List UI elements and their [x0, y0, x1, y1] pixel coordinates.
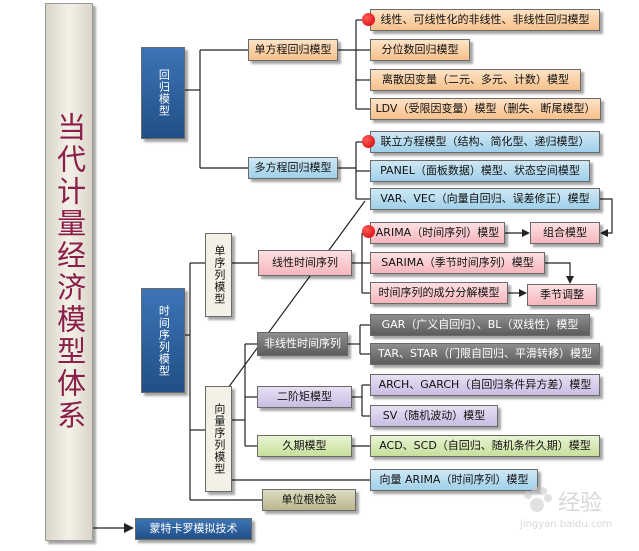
- watermark: 经验 jingyan.baidu.com: [520, 483, 632, 535]
- vector-arima-node: 向量 ARIMA（时间序列）模型: [370, 469, 538, 491]
- monte-carlo-node: 蒙特卡罗模拟技术: [135, 518, 252, 540]
- sv-node: SV（随机波动）模型: [370, 405, 498, 427]
- simultaneous-equations-node: 联立方程模型（结构、简化型、递归模型）: [370, 131, 600, 153]
- sarima-node: SARIMA（季节时间序列）模型: [370, 252, 545, 274]
- marker-dot-icon: [362, 225, 375, 238]
- arch-garch-node: ARCH、GARCH（自回归条件异方差）模型: [370, 374, 600, 396]
- unit-root-test-node: 单位根检验: [262, 489, 356, 511]
- combined-model-node: 组合模型: [530, 222, 600, 244]
- nonlinear-time-series-node: 非线性时间序列: [257, 332, 348, 356]
- multi-equation-node: 多方程回归模型: [248, 157, 338, 179]
- gar-bl-node: GAR（广义自回归）、BL（双线性）模型: [370, 314, 590, 336]
- title-box: 当代计量经济模型体系: [45, 3, 93, 541]
- time-series-node: 时间序列模型: [141, 288, 185, 393]
- paw-logo-icon: [524, 486, 552, 512]
- duration-node: 久期模型: [257, 435, 352, 457]
- second-moment-node: 二阶矩模型: [257, 386, 352, 408]
- acd-scd-node: ACD、SCD（自回归、随机条件久期）模型: [370, 435, 600, 457]
- marker-dot-icon: [362, 135, 375, 148]
- single-equation-node: 单方程回归模型: [248, 39, 338, 61]
- panel-node: PANEL（面板数据）模型、状态空间模型: [370, 160, 590, 182]
- ldv-node: LDV（受限因变量）模型（删失、断尾模型）: [370, 98, 601, 120]
- discrete-dependent-node: 离散因变量（二元、多元、计数）模型: [370, 69, 581, 91]
- seasonal-adjustment-node: 季节调整: [527, 284, 597, 306]
- quantile-regression-node: 分位数回归模型: [370, 39, 470, 61]
- univariate-series-node: 单序列模型: [205, 233, 232, 317]
- linear-time-series-node: 线性时间序列: [258, 250, 352, 276]
- var-vec-node: VAR、VEC（向量自回归、误差修正）模型: [370, 188, 600, 210]
- arima-node: ARIMA（时间序列）模型: [370, 222, 505, 244]
- watermark-brand: 经验: [558, 491, 603, 516]
- decomposition-node: 时间序列的成分分解模型: [370, 282, 508, 304]
- tar-star-node: TAR、STAR（门限自回归、平滑转移）模型: [370, 343, 600, 365]
- linear-nonlinear-node: 线性、可线性化的非线性、非线性回归模型: [370, 9, 600, 31]
- vector-series-node: 向量序列模型: [205, 386, 232, 492]
- page-title: 当代计量经济模型体系: [52, 112, 87, 432]
- watermark-url: jingyan.baidu.com: [520, 519, 613, 530]
- marker-dot-icon: [362, 13, 375, 26]
- regression-models-node: 回归模型: [141, 47, 185, 139]
